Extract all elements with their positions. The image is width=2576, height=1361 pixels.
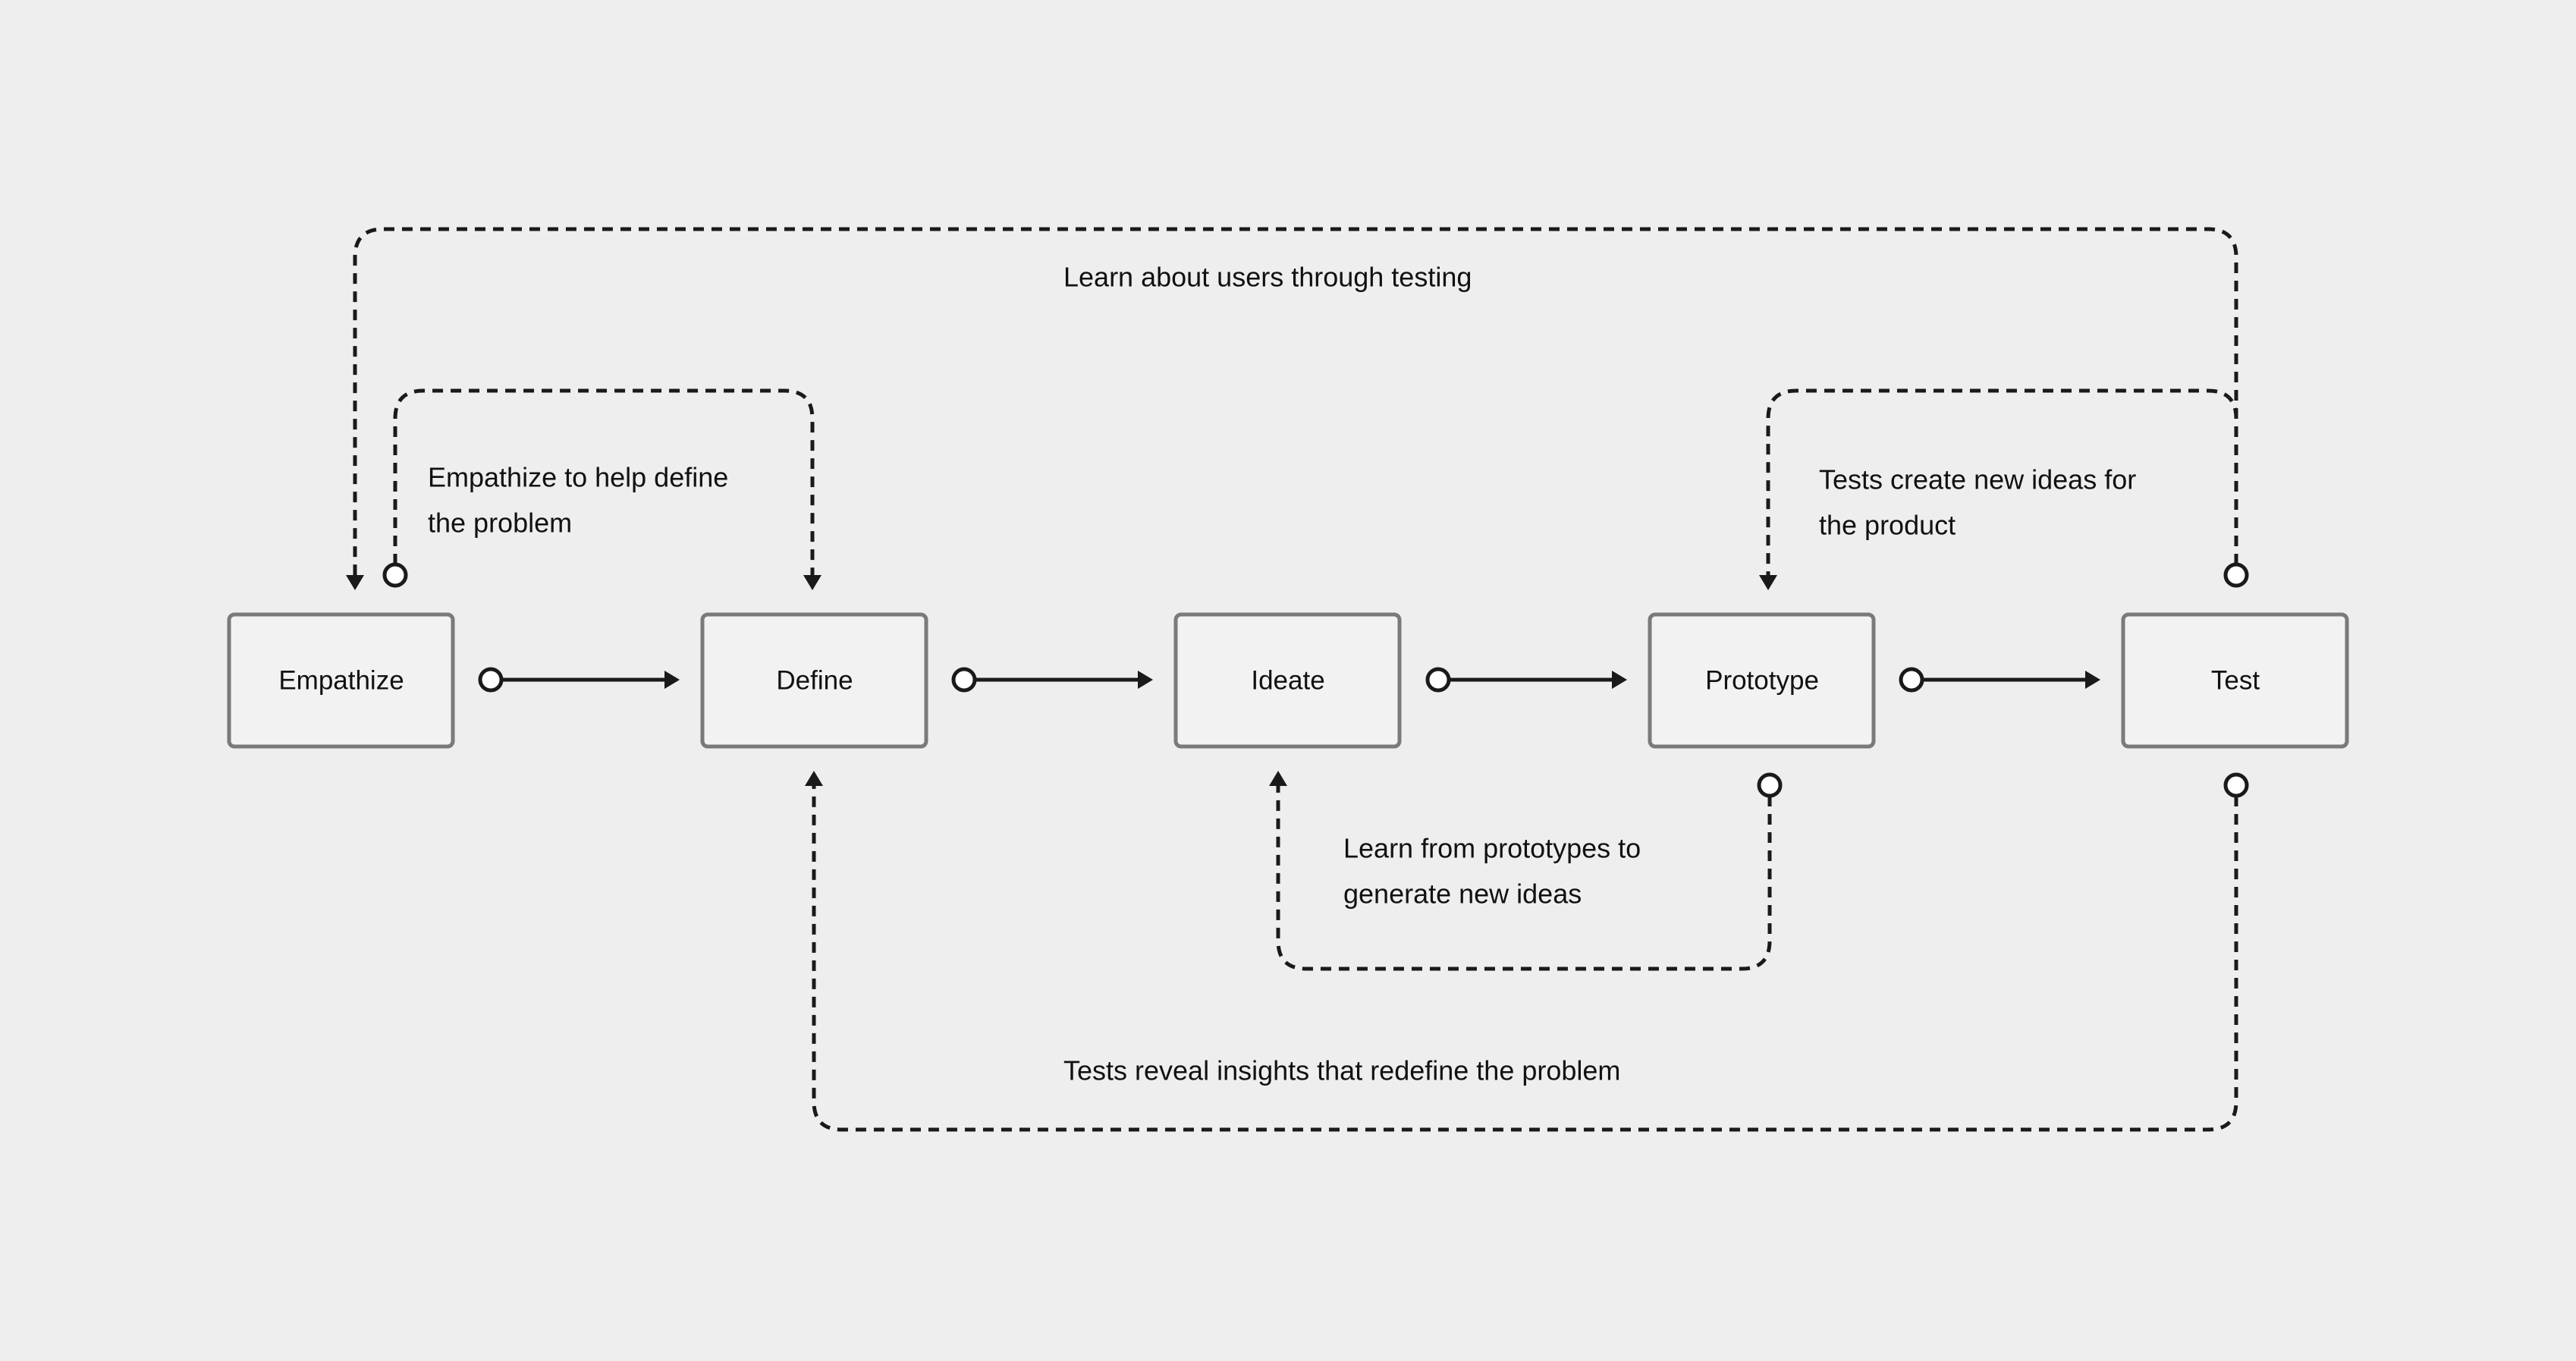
loop-tests-new-ideas-arrowhead bbox=[1759, 575, 1777, 590]
forward-arrowhead bbox=[664, 671, 680, 689]
label-prototypes-ideas-line-2: generate new ideas bbox=[1343, 879, 1582, 910]
stage-test[interactable]: Test bbox=[2121, 612, 2349, 749]
forward-arrow-prototype-test bbox=[1899, 667, 2100, 693]
label-tests-redefine: Tests reveal insights that redefine the … bbox=[1063, 1055, 1620, 1086]
stage-empathize-box[interactable] bbox=[227, 612, 455, 749]
stage-empathize[interactable]: Empathize bbox=[227, 612, 455, 749]
forward-arrowhead bbox=[2085, 671, 2100, 689]
loop-tests-redefine-path bbox=[812, 783, 2238, 1132]
loop-tests-redefine bbox=[805, 771, 2249, 1132]
stage-prototype-label: Prototype bbox=[1705, 666, 1819, 696]
empathize-right-port[interactable] bbox=[478, 667, 504, 693]
stage-prototype[interactable]: Prototype bbox=[1648, 612, 1876, 749]
test-bottom-port[interactable] bbox=[2223, 772, 2249, 798]
stage-ideate-box[interactable] bbox=[1173, 612, 1402, 749]
empathize-top-port[interactable] bbox=[382, 562, 408, 588]
stage-test-label: Test bbox=[2211, 666, 2260, 696]
label-empathize-define-line-1: Empathize to help define bbox=[428, 462, 728, 493]
label-empathize-define-line-2: the problem bbox=[428, 508, 572, 539]
forward-arrowhead bbox=[1138, 671, 1153, 689]
ideate-right-port[interactable] bbox=[1425, 667, 1451, 693]
label-tests-new-ideas-line-2: the product bbox=[1819, 510, 1956, 541]
loop-prototypes-ideas bbox=[1269, 771, 1783, 971]
loop-empathize-define-path bbox=[393, 388, 815, 577]
forward-arrow-define-ideate bbox=[951, 667, 1153, 693]
label-learn-about-users: Learn about users through testing bbox=[1063, 262, 1472, 293]
label-tests-new-ideas-line-1: Tests create new ideas for bbox=[1819, 464, 2136, 495]
loop-learn-about-users-arrowhead bbox=[346, 575, 364, 590]
stage-ideate[interactable]: Ideate bbox=[1173, 612, 1402, 749]
loop-learn-about-users-path bbox=[353, 227, 2238, 577]
loop-prototypes-ideas-path bbox=[1276, 783, 1772, 971]
loop-prototypes-ideas-arrowhead bbox=[1269, 771, 1287, 786]
stage-empathize-label: Empathize bbox=[278, 666, 404, 696]
stage-ideate-label: Ideate bbox=[1251, 666, 1324, 696]
loop-empathize-define-arrowhead bbox=[803, 575, 821, 590]
stage-prototype-box[interactable] bbox=[1648, 612, 1876, 749]
forward-arrowhead bbox=[1612, 671, 1627, 689]
prototype-bottom-port[interactable] bbox=[1757, 772, 1783, 798]
prototype-right-port[interactable] bbox=[1899, 667, 1924, 693]
loop-tests-new-ideas-path bbox=[1766, 388, 2238, 577]
forward-arrow-empathize-define bbox=[478, 667, 680, 693]
test-top-port[interactable] bbox=[2223, 562, 2249, 588]
label-prototypes-ideas-line-1: Learn from prototypes to bbox=[1343, 833, 1641, 864]
stage-test-box[interactable] bbox=[2121, 612, 2349, 749]
loop-tests-new-ideas bbox=[1759, 388, 2249, 590]
loop-learn-about-users bbox=[346, 227, 2238, 590]
stage-define[interactable]: Define bbox=[700, 612, 928, 749]
stage-define-box[interactable] bbox=[700, 612, 928, 749]
forward-arrow-ideate-prototype bbox=[1425, 667, 1627, 693]
define-right-port[interactable] bbox=[951, 667, 977, 693]
loop-empathize-define bbox=[382, 388, 821, 590]
loop-tests-redefine-arrowhead bbox=[805, 771, 823, 786]
stage-define-label: Define bbox=[776, 666, 853, 696]
